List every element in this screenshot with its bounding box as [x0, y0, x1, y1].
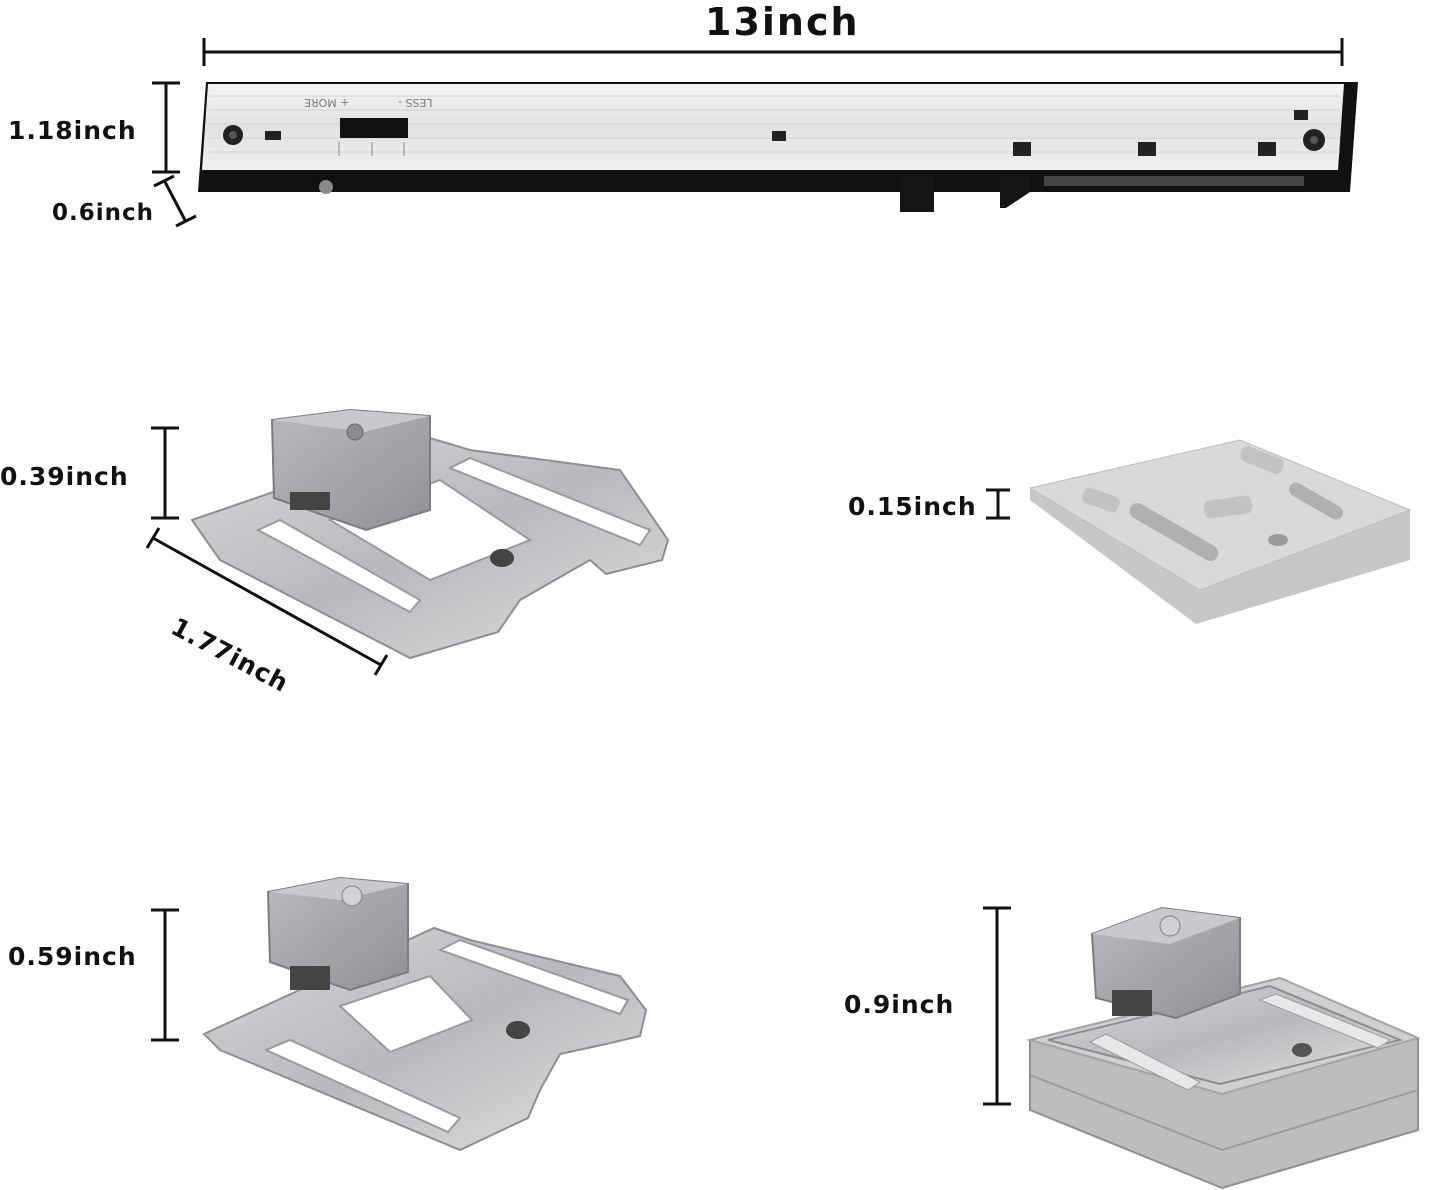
- pad-thickness-label: 0.15inch: [848, 492, 977, 521]
- plastic-pad: [1028, 439, 1412, 624]
- clip-bracket-2: [202, 876, 648, 1152]
- clip-bracket-1: [190, 408, 670, 660]
- rail-less-marking: LESS -: [398, 96, 433, 109]
- rail-depth-label: 0.6inch: [52, 200, 155, 226]
- rail-height-label: 1.18inch: [8, 116, 137, 145]
- rail-mechanism: [198, 82, 1358, 212]
- assembly-height-label: 0.9inch: [844, 990, 955, 1019]
- rail-more-marking: + MORE: [304, 96, 350, 109]
- clip2-height-label: 0.59inch: [8, 942, 137, 971]
- length-label: 13inch: [705, 0, 860, 44]
- dimension-lines: [145, 38, 1344, 1106]
- assembly-set: [1026, 906, 1421, 1190]
- clip1-height-label: 0.39inch: [0, 462, 129, 491]
